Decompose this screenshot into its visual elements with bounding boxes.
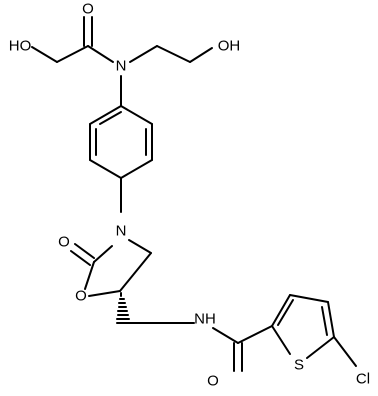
bond-th-c4-c5: [327, 301, 335, 338]
bond-ch2-oh: [189, 47, 213, 63]
bond-th-c2-c3: [271, 294, 291, 327]
bond-th-c3-c4: [289, 294, 329, 303]
bond-oring-c5: [88, 290, 121, 297]
atom-ho-left: HO: [9, 38, 32, 55]
bond-c5-c4: [119, 252, 152, 292]
bond-ph-6: [89, 105, 122, 125]
atom-o-carbonyl: O: [58, 234, 70, 251]
atom-o-amide: O: [207, 373, 219, 390]
bond-carbonyl-n: [87, 45, 114, 63]
bond-camide-thiophene: [237, 325, 273, 344]
atom-o-ring: O: [75, 288, 87, 305]
hashed-bond: [116, 292, 131, 324]
bond-th-c4-c5-inner: [321, 306, 328, 336]
bond-ph-4: [89, 159, 122, 179]
atom-n-top: N: [116, 58, 127, 75]
bond-nh-camide: [212, 327, 239, 344]
atom-oh-right: OH: [218, 38, 241, 55]
bond-c4-nring: [128, 239, 152, 254]
atom-n-ring: N: [116, 223, 127, 240]
bond-ph-3: [120, 159, 153, 179]
bonds: [31, 16, 357, 372]
bond-ch2-carbonyl: [56, 45, 89, 63]
bond-th-s-c2: [271, 325, 291, 355]
bond-ph-1: [120, 105, 153, 125]
bond-c2-oring: [84, 261, 95, 290]
bond-n-ch2: [129, 45, 158, 63]
bond-nring-c2: [93, 245, 113, 263]
atom-s-thiophene: S: [294, 357, 304, 374]
bond-ho-ch2: [31, 46, 58, 63]
bond-th-c2-c3-inner: [277, 299, 294, 326]
atom-labels: O HO N OH O N O NH O S Cl: [9, 1, 370, 390]
atom-nh-amide: NH: [194, 311, 216, 328]
atom-o-top: O: [82, 1, 94, 18]
bond-th-c5-cl: [333, 336, 357, 367]
bond-c2-o-b: [70, 250, 91, 266]
bond-th-c5-s: [306, 336, 335, 359]
atom-cl: Cl: [356, 371, 370, 388]
bond-c2-o-a: [74, 243, 95, 259]
bond-ch2-ch2: [156, 45, 191, 63]
bond-ph-inner-3: [99, 111, 122, 125]
